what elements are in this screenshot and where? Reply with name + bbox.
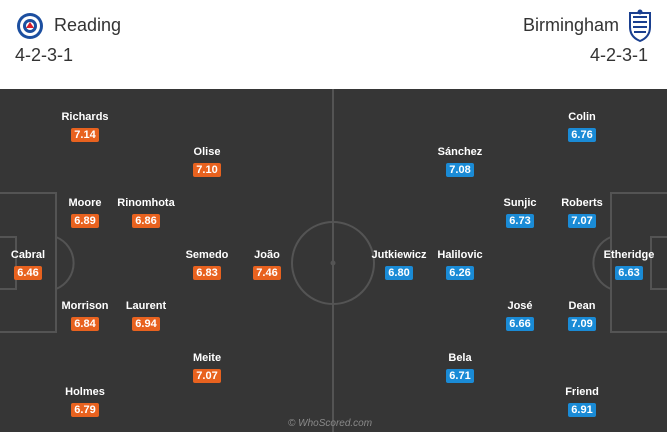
away-team-name: Birmingham [523, 15, 620, 35]
player-name: Sunjic [503, 197, 537, 209]
player-rating: 6.71 [446, 369, 474, 383]
player-name: Colin [568, 111, 596, 123]
player-name: Dean [568, 300, 596, 312]
player-home-morrison[interactable]: Morrison 6.84 [50, 300, 120, 332]
player-name: Morrison [61, 300, 109, 312]
player-rating: 6.76 [568, 128, 596, 142]
away-formation: 4-2-3-1 [590, 45, 649, 65]
player-name: Rinomhota [117, 197, 175, 209]
player-name: Laurent [125, 300, 167, 312]
player-name: Richards [61, 111, 109, 123]
player-name: Sánchez [437, 146, 483, 158]
player-name: Holmes [65, 386, 105, 398]
player-away-colin[interactable]: Colin 6.76 [547, 111, 617, 143]
player-rating: 6.80 [385, 266, 413, 280]
player-rating: 7.08 [446, 163, 474, 177]
home-formation: 4-2-3-1 [15, 45, 74, 65]
player-name: Semedo [185, 249, 229, 261]
player-home-richards[interactable]: Richards 7.14 [50, 111, 120, 143]
player-name: Meite [192, 352, 222, 364]
player-home-moore[interactable]: Moore 6.89 [50, 197, 120, 229]
player-away-friend[interactable]: Friend 6.91 [547, 386, 617, 418]
player-name: Friend [565, 386, 599, 398]
player-rating: 6.89 [71, 214, 99, 228]
player-rating: 7.46 [253, 266, 281, 280]
player-home-meite[interactable]: Meite 7.07 [172, 352, 242, 384]
player-name: Olise [193, 146, 221, 158]
player-home-semedo[interactable]: Semedo 6.83 [172, 249, 242, 281]
player-home-holmes[interactable]: Holmes 6.79 [50, 386, 120, 418]
player-name: Jutkiewicz [371, 249, 427, 261]
player-rating: 6.73 [506, 214, 534, 228]
player-rating: 6.26 [446, 266, 474, 280]
player-away-jose[interactable]: José 6.66 [485, 300, 555, 332]
player-rating: 6.66 [506, 317, 534, 331]
player-away-halilovic[interactable]: Halilovic 6.26 [425, 249, 495, 281]
player-home-rinomhota[interactable]: Rinomhota 6.86 [111, 197, 181, 229]
player-rating: 6.86 [132, 214, 160, 228]
player-name: Halilovic [437, 249, 483, 261]
whoscored-watermark: © WhoScored.com [288, 418, 373, 429]
player-name: João [254, 249, 280, 261]
player-rating: 6.84 [71, 317, 99, 331]
player-name: Bela [448, 352, 472, 364]
player-rating: 6.83 [193, 266, 221, 280]
player-rating: 7.07 [568, 214, 596, 228]
player-home-olise[interactable]: Olise 7.10 [172, 146, 242, 178]
player-away-sanchez[interactable]: Sánchez 7.08 [425, 146, 495, 178]
player-rating: 7.14 [71, 128, 99, 142]
player-away-dean[interactable]: Dean 7.09 [547, 300, 617, 332]
player-home-laurent[interactable]: Laurent 6.94 [111, 300, 181, 332]
player-rating: 7.07 [193, 369, 221, 383]
player-home-joao[interactable]: João 7.46 [232, 249, 302, 281]
player-rating: 6.46 [14, 266, 42, 280]
pitch-markings [0, 89, 667, 432]
player-name: José [507, 300, 533, 312]
player-away-etheridge[interactable]: Etheridge 6.63 [594, 249, 664, 281]
player-rating: 6.79 [71, 403, 99, 417]
pitch: Cabral 6.46 Richards 7.14 Moore 6.89 Mor… [0, 89, 667, 432]
reading-fc-crest-icon [17, 13, 43, 39]
player-rating: 6.63 [615, 266, 643, 280]
player-rating: 6.91 [568, 403, 596, 417]
player-away-sunjic[interactable]: Sunjic 6.73 [485, 197, 555, 229]
player-away-bela[interactable]: Bela 6.71 [425, 352, 495, 384]
player-name: Moore [68, 197, 102, 209]
birmingham-city-crest-icon [629, 9, 651, 43]
player-away-roberts[interactable]: Roberts 7.07 [547, 197, 617, 229]
home-team-name: Reading [54, 15, 122, 35]
player-home-cabral[interactable]: Cabral 6.46 [0, 249, 63, 281]
player-name: Etheridge [603, 249, 655, 261]
player-name: Roberts [561, 197, 603, 209]
player-away-jutkiewicz[interactable]: Jutkiewicz 6.80 [364, 249, 434, 281]
match-header: Reading 4-2-3-1 Birmingham 4-2-3-1 [0, 0, 667, 87]
player-rating: 6.94 [132, 317, 160, 331]
player-rating: 7.10 [193, 163, 221, 177]
player-name: Cabral [10, 249, 46, 261]
player-rating: 7.09 [568, 317, 596, 331]
